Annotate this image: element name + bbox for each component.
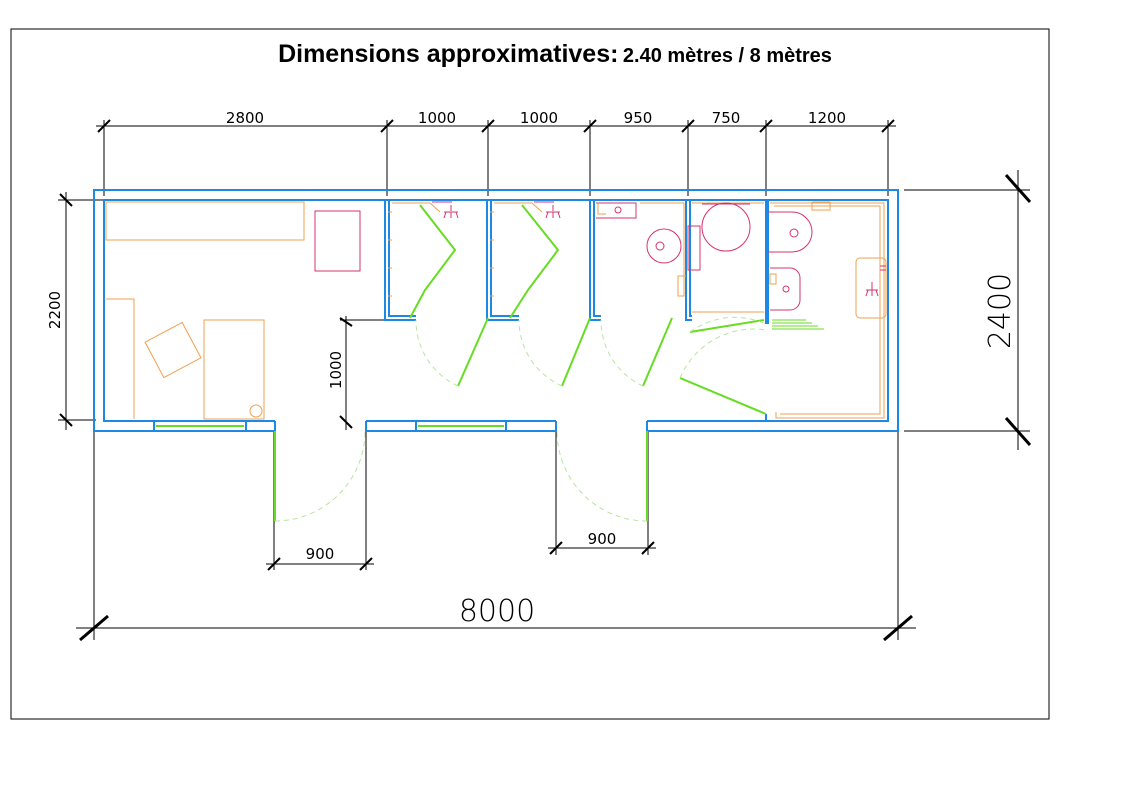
wc-1 [596,202,701,297]
door-swings [274,316,767,522]
wall-desk [105,201,305,241]
door-leaves [274,204,767,521]
shower-1 [388,201,459,297]
exterior-walls [93,189,899,432]
dim-door-left-900: 900 [306,545,335,563]
top-dimension-chain [96,119,896,196]
dim-1000-b: 1000 [520,109,558,127]
top-dimension-labels: 2800 1000 1000 950 750 1200 [226,109,846,127]
office-chair [144,321,202,379]
dim-750: 750 [712,109,741,127]
partition-walls [384,200,769,421]
bin [249,404,263,418]
corridor-dimension [339,316,384,430]
title-main: Dimensions approximatives: [278,40,619,68]
dim-2800: 2800 [226,109,264,127]
total-length-dimension [76,432,916,642]
bathroom [768,201,887,419]
dim-8000: 8000 [459,594,535,629]
title-sub: 2.40 mètres / 8 mètres [622,45,832,67]
wc-2 [692,202,764,313]
drawing-title: Dimensions approximatives: 2.40 mètres /… [0,40,1110,69]
left-height-dimension [58,192,104,430]
drawing-frame [10,28,1050,720]
dim-door-right-900: 900 [588,530,617,548]
office-furniture [105,201,305,420]
dim-950: 950 [624,109,653,127]
floor-mat [772,319,824,330]
dim-2200: 2200 [46,291,64,329]
storage-cabinet [314,210,361,272]
dim-1000-a: 1000 [418,109,456,127]
right-height-dimension [904,170,1032,450]
dim-2400: 2400 [983,273,1018,349]
dim-1200: 1200 [808,109,846,127]
side-table [203,319,265,420]
dim-corridor-1000: 1000 [327,351,345,389]
shower-2 [490,201,561,297]
